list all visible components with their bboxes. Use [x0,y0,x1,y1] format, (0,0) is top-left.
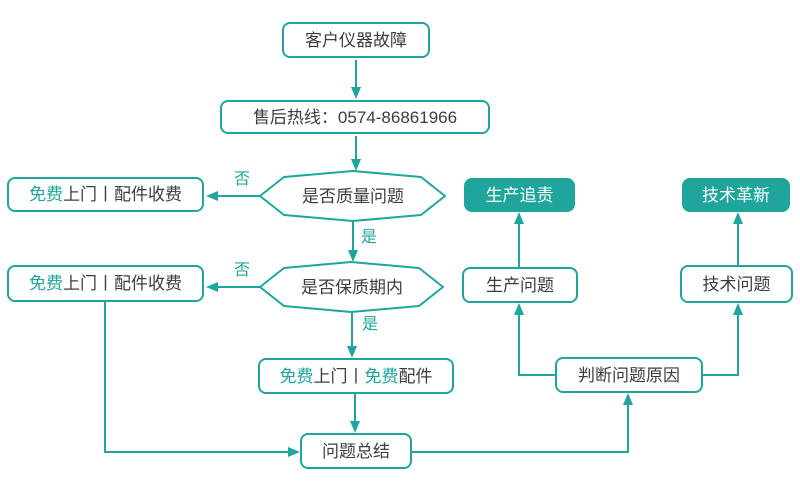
branch-label-warranty-yes: 是 [362,316,379,333]
node-customer-fault: 客户仪器故障 [282,22,430,58]
node-production-problem: 生产问题 [462,267,578,303]
decision-quality-label: 是否质量问题 [302,186,404,206]
node-tech-innovation: 技术革新 [682,178,790,212]
branch-label-warranty-no: 否 [234,262,251,279]
edge-paidparts-to-summary [104,302,300,457]
node-production-trace: 生产追责 [464,178,575,212]
edge-judge-to-tech [703,303,743,376]
node-judge-cause: 判断问题原因 [555,357,703,393]
node-free-visit-paid-parts-bottom: 免费上门丨配件收费 [7,265,204,302]
node-free-visit-paid-parts-top: 免费上门丨配件收费 [7,177,204,212]
decision-warranty-label: 是否保质期内 [301,277,403,297]
node-summary: 问题总结 [300,433,412,469]
decision-quality-shape [259,170,446,222]
node-hotline: 售后热线：0574-86861966 [220,100,490,134]
branch-label-quality-no: 否 [234,171,251,188]
node-free-visit-free-parts: 免费上门丨免费配件 [258,358,454,394]
decision-warranty-shape [259,261,444,313]
branch-label-quality-yes: 是 [361,229,378,246]
edge-judge-to-production [514,303,555,376]
edge-summary-to-judge [412,393,633,453]
node-tech-problem: 技术问题 [680,265,793,303]
